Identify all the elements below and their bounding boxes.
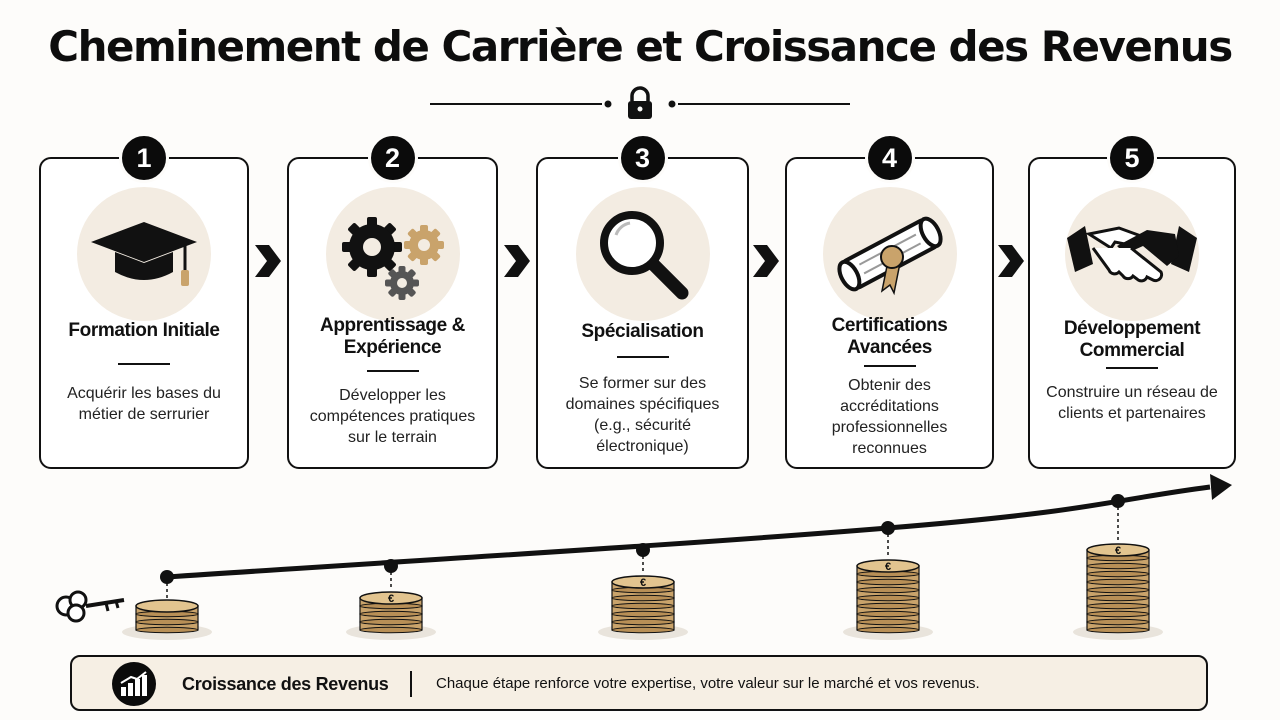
chevron-right-icon <box>998 245 1024 277</box>
icon-background <box>1065 187 1199 321</box>
icon-background <box>575 187 710 321</box>
graduation-cap-icon <box>91 222 197 286</box>
step-divider <box>1106 367 1158 369</box>
icon-background <box>822 187 957 321</box>
chevron-right-icon <box>504 245 530 277</box>
banner-title: Croissance des Revenus <box>182 674 389 694</box>
coin-stack-icon: € <box>1073 494 1163 640</box>
step-number-badge: 4 <box>864 133 915 183</box>
step-number-badge: 3 <box>617 133 668 183</box>
revenue-growth-chart: € € € € <box>55 474 1232 640</box>
banner-divider <box>410 671 412 697</box>
coin-stack-icon: € <box>598 543 688 640</box>
handshake-icon <box>1067 226 1197 283</box>
milestone-dot <box>160 570 174 584</box>
euro-symbol: € <box>388 593 394 605</box>
step-description: Obtenir des accréditations professionnel… <box>831 377 948 457</box>
gears-icon <box>341 217 444 300</box>
step-title: Apprentissage & Expérience <box>320 315 465 358</box>
milestone-dot <box>636 543 650 557</box>
magnifier-icon <box>599 211 688 300</box>
milestone-dot <box>1111 494 1125 508</box>
page-title: Cheminement de Carrière et Croissance de… <box>48 22 1233 71</box>
step-title: Développement Commercial <box>1063 318 1201 361</box>
step-card-3: 3 Spécialisation Se former sur des domai… <box>536 133 749 469</box>
step-divider <box>616 356 669 358</box>
chevron-right-icon <box>255 245 281 277</box>
icon-background <box>77 187 211 321</box>
coin-stack-icon <box>122 570 212 640</box>
coin-stack-icon: € <box>346 559 436 640</box>
step-number-badge: 5 <box>1107 133 1157 183</box>
chevron-right-icon <box>753 245 779 277</box>
step-divider <box>366 370 419 372</box>
icon-background <box>325 187 460 321</box>
key-icon <box>55 590 125 623</box>
step-divider <box>863 365 916 367</box>
step-card-4: 4 Certifications Avancées Obtenir des ac… <box>785 133 994 469</box>
step-description: Développer les compétences pratiques sur… <box>309 387 476 446</box>
step-description: Se former sur des domaines spécifiques (… <box>565 375 720 455</box>
banner-icon-circle <box>112 662 156 706</box>
trend-arrow-icon <box>1210 474 1232 500</box>
milestone-dot <box>384 559 398 573</box>
padlock-icon <box>628 86 652 119</box>
step-divider <box>118 363 170 365</box>
euro-symbol: € <box>640 577 646 589</box>
step-title: Spécialisation <box>581 321 704 342</box>
step-card-5: 5 Développement Commercial Construire un… <box>1028 133 1236 469</box>
step-number-badge: 2 <box>367 133 418 183</box>
title-divider <box>430 86 850 119</box>
coin-stack-icon: € <box>843 521 933 640</box>
milestone-dot <box>881 521 895 535</box>
bar-chart-icon <box>120 671 147 696</box>
euro-symbol: € <box>885 561 891 573</box>
step-description: Construire un réseau de clients et parte… <box>1046 384 1218 422</box>
step-card-1: 1 Formation Initiale Acquérir les bases … <box>39 133 249 469</box>
step-title: Certifications Avancées <box>831 315 948 358</box>
banner-text: Chaque étape renforce votre expertise, v… <box>436 675 980 692</box>
step-number-badge: 1 <box>119 133 169 183</box>
step-description: Acquérir les bases du métier de serrurie… <box>67 385 221 423</box>
diploma-icon <box>836 216 943 296</box>
step-title: Formation Initiale <box>68 320 220 341</box>
euro-symbol: € <box>1115 545 1121 557</box>
revenue-banner: Croissance des Revenus Chaque étape renf… <box>70 655 1208 711</box>
step-card-2: 2 <box>287 133 498 469</box>
